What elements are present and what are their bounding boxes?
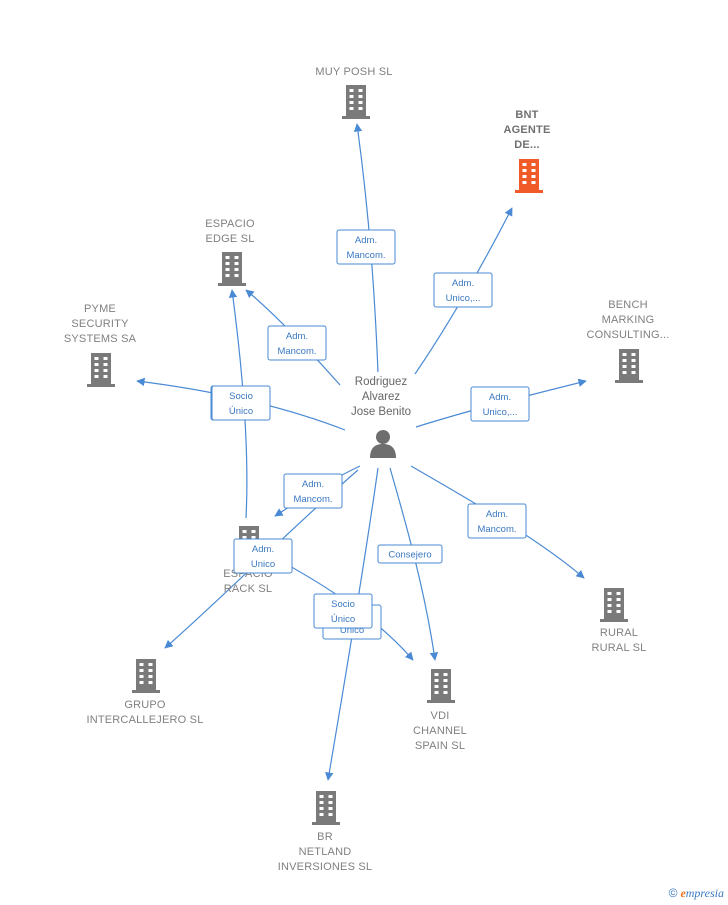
company-name-line: SYSTEMS SA (64, 333, 137, 345)
company-name-line: SPAIN SL (415, 740, 465, 752)
company-name-line: EDGE SL (205, 233, 254, 245)
company-name-line: BENCH (608, 299, 648, 311)
company-name-line: RURAL (600, 627, 638, 639)
company-node-pyme-security[interactable]: PYME SECURITY SYSTEMS SA (64, 303, 137, 387)
edge-label-text: Unico,... (483, 407, 518, 418)
brand-initial: e (680, 886, 686, 900)
company-node-grupo-intercallejero[interactable]: GRUPO INTERCALLEJERO SL (86, 659, 203, 726)
building-icon (342, 85, 370, 119)
building-icon (615, 349, 643, 383)
edge-label-box (233, 538, 293, 574)
edge-label-text: Adm. (355, 235, 377, 246)
edge-label-bnt-agente[interactable]: Adm. Unico,... (433, 272, 493, 308)
company-name-line: RACK SL (224, 583, 272, 595)
edge-label-text: Unico (251, 559, 275, 570)
edge-label-text: Mancom. (477, 524, 516, 535)
company-name-line: PYME (84, 303, 116, 315)
company-name-line: INTERCALLEJERO SL (86, 714, 203, 726)
edge-label-text: Socio (331, 599, 355, 610)
edge-label-text: Adm. (486, 509, 508, 520)
building-icon (600, 588, 628, 622)
edge-label-grupo-intercallejero[interactable]: Adm. Unico (233, 538, 293, 574)
company-name-line: SECURITY (71, 318, 129, 330)
building-icon (132, 659, 160, 693)
company-name-line: GRUPO (124, 699, 166, 711)
empresia-logo: ©empresia (669, 886, 724, 901)
building-icon (427, 669, 455, 703)
company-name-line: INVERSIONES SL (278, 861, 373, 873)
edge-labels-layer: Adm. Mancom. Adm. Unico,... Adm. Mancom. Socio… (210, 229, 530, 640)
company-node-vdi-channel[interactable]: VDI CHANNEL SPAIN SL (413, 669, 467, 752)
brand-rest: mpresia (685, 886, 724, 900)
person-icon (370, 430, 396, 458)
edge-label-box (433, 272, 493, 308)
edge-label-espacio-edge[interactable]: Adm. Mancom. (267, 325, 327, 361)
edge-label-text: Socio (229, 391, 253, 402)
company-node-bnt-agente[interactable]: BNT AGENTE DE... (503, 109, 550, 193)
edge-label-text: Consejero (388, 550, 431, 561)
edge-label-text: Único (331, 614, 355, 625)
edge-label-muy-posh[interactable]: Adm. Mancom. (336, 229, 396, 265)
company-name-line: RURAL SL (592, 642, 647, 654)
edge-label-espacio-rack[interactable]: Adm. Mancom. (283, 473, 343, 509)
edge-label-box (467, 503, 527, 539)
nodes-layer: MUY POSH SL BNT AGENTE DE... ESPACIO EDGE SL P… (64, 66, 669, 873)
company-name-line: CONSULTING... (586, 329, 669, 341)
edge-label-text: Unico,... (446, 293, 481, 304)
company-name-line: BR (317, 831, 333, 843)
edge-label-text: Mancom. (346, 250, 385, 261)
edge-label-box (211, 385, 271, 421)
company-name-line: NETLAND (299, 846, 352, 858)
company-node-espacio-edge[interactable]: ESPACIO EDGE SL (205, 218, 255, 286)
edge-label-box (313, 593, 373, 629)
edge-label-text: Adm. (252, 544, 274, 555)
center-name-line-1: Rodriguez (355, 376, 408, 388)
building-icon (515, 159, 543, 193)
edge-label-box (283, 473, 343, 509)
building-icon (87, 353, 115, 387)
edge-label-bench-marking[interactable]: Adm. Unico,... (470, 386, 530, 422)
edge-label-text: Mancom. (277, 346, 316, 357)
edge-label-text: Único (229, 406, 253, 417)
center-name-line-2: Alvarez (362, 391, 401, 403)
company-name-line: DE... (514, 139, 539, 151)
edge-label-vdi-channel[interactable]: Consejero (377, 544, 443, 564)
company-name-line: CHANNEL (413, 725, 467, 737)
company-name-line: AGENTE (503, 124, 550, 136)
company-name-line: ESPACIO (205, 218, 255, 230)
center-person[interactable]: Rodriguez Alvarez Jose Benito (351, 376, 411, 458)
edge-label-box (470, 386, 530, 422)
edge-label-text: Adm. (286, 331, 308, 342)
edge-label-text: Unico (340, 625, 364, 636)
edge-to-vdi-channel (389, 467, 439, 661)
edge-label-box (336, 229, 396, 265)
edge-label-box (267, 325, 327, 361)
company-name-line: BNT (515, 109, 538, 121)
company-node-muy-posh[interactable]: MUY POSH SL (315, 66, 392, 119)
edge-label-text: Adm. (302, 479, 324, 490)
company-node-rural-rural[interactable]: RURAL RURAL SL (592, 588, 647, 654)
edge-label-text: Adm. (452, 278, 474, 289)
building-icon (312, 791, 340, 825)
company-name-line: VDI (431, 710, 450, 722)
edge-label-box (377, 544, 443, 564)
center-name-line-3: Jose Benito (351, 406, 411, 418)
copyright-symbol: © (668, 886, 678, 900)
company-node-bench-marking[interactable]: BENCH MARKING CONSULTING... (586, 299, 669, 383)
company-name-line: MUY POSH SL (315, 66, 392, 78)
edge-label-text: Mancom. (293, 494, 332, 505)
company-name-line: MARKING (602, 314, 655, 326)
company-node-br-netland[interactable]: BR NETLAND INVERSIONES SL (278, 791, 373, 873)
edge-label-rural-rural[interactable]: Adm. Mancom. (467, 503, 527, 539)
building-icon (218, 252, 246, 286)
edge-label-text: Adm. (489, 392, 511, 403)
